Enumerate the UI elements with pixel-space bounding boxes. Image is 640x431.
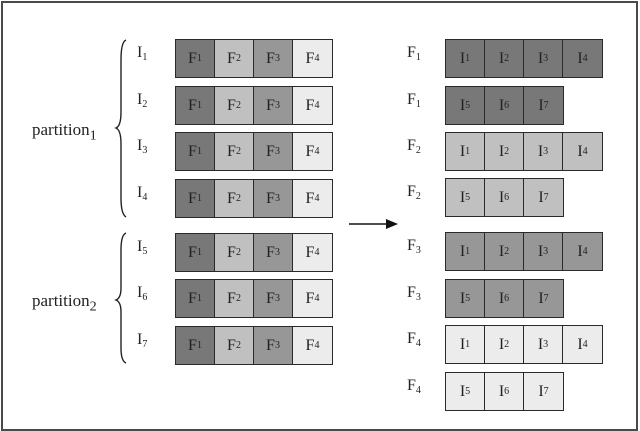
partition-label: partition2 (32, 291, 97, 315)
instance-label: I5 (137, 238, 148, 258)
instance-label: I2 (137, 91, 148, 111)
feature-label: F2 (407, 183, 421, 203)
feature-label: F4 (407, 330, 421, 350)
instance-label: I7 (137, 331, 148, 351)
instance-label: I4 (137, 184, 148, 204)
feature-label: F4 (407, 377, 421, 397)
partition-label: partition1 (32, 120, 97, 144)
brace-partition-2-icon (114, 232, 127, 364)
feature-label: F1 (407, 44, 421, 64)
instance-label: I6 (137, 284, 148, 304)
brace-partition-1-icon (114, 39, 127, 218)
feature-label: F3 (407, 284, 421, 304)
feature-label: F3 (407, 237, 421, 257)
feature-label: F1 (407, 91, 421, 111)
instance-label: I3 (137, 137, 148, 157)
feature-label: F2 (407, 137, 421, 157)
instance-label: I1 (137, 44, 148, 64)
transform-arrow-icon (349, 219, 398, 229)
